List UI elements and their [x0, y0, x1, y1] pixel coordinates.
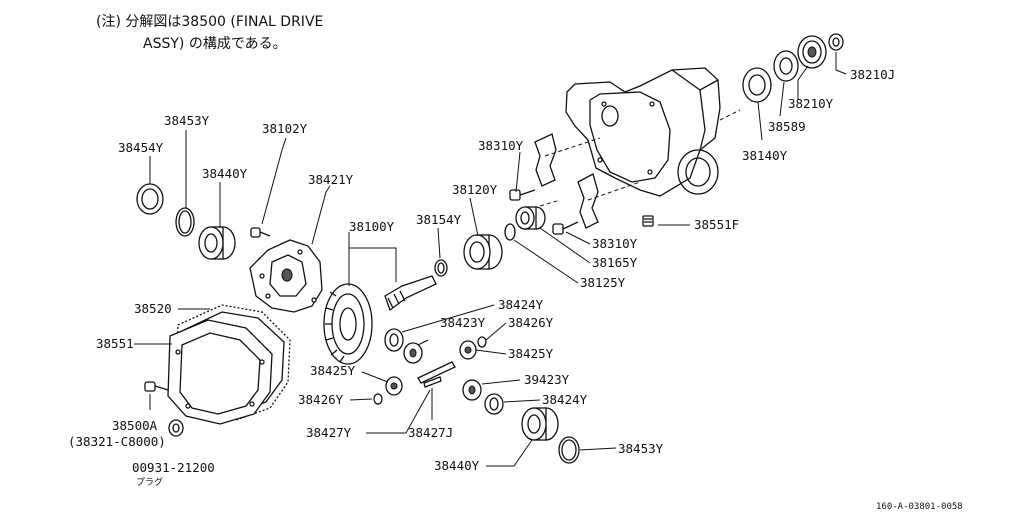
side-gear-38424Y-top: [384, 328, 404, 352]
label-38453Y-bottom: 38453Y: [618, 441, 664, 456]
bolt-38310Y-upper: [509, 189, 536, 201]
final-drive-housing-drawing: [565, 67, 721, 197]
label-38423Y-top: 38423Y: [440, 315, 486, 330]
label-38440Y-top: 38440Y: [202, 166, 248, 181]
part-labels: 38210J 38210Y 38589 38140Y 38453Y 38454Y…: [68, 67, 895, 488]
label-38426Y-right: 38426Y: [508, 315, 554, 330]
pinion-shaft-38427Y: [417, 361, 456, 384]
label-38100Y: 38100Y: [349, 219, 395, 234]
label-plug: プラグ: [136, 476, 163, 488]
bolt-38500A: [144, 381, 169, 392]
leader-lines: [134, 52, 847, 467]
pinion-mate-38425Y-right: [459, 340, 477, 360]
bolt-38310Y-lower: [552, 221, 579, 235]
label-38310Y-top: 38310Y: [478, 138, 524, 153]
bearing-38120Y: [463, 234, 503, 270]
bolt-38102Y: [250, 227, 271, 238]
label-38424Y-top: 38424Y: [498, 297, 544, 312]
spacer-38589: [773, 50, 799, 82]
label-38551F: 38551F: [694, 217, 739, 232]
label-38454Y: 38454Y: [118, 140, 164, 155]
label-38120Y: 38120Y: [452, 182, 498, 197]
label-38210Y: 38210Y: [788, 96, 834, 111]
label-38427Y: 38427Y: [306, 425, 352, 440]
label-38102Y: 38102Y: [262, 121, 308, 136]
label-38551: 38551: [96, 336, 134, 351]
spacer-38165Y: [515, 206, 546, 230]
label-38425Y-left: 38425Y: [310, 363, 356, 378]
bearing-38440Y-bottom: [521, 407, 559, 441]
label-38425Y-right: 38425Y: [508, 346, 554, 361]
washer-38426Y-right: [477, 336, 487, 348]
label-38500A: 38500A: [112, 418, 158, 433]
washer-38426Y-left: [373, 393, 383, 405]
label-38165Y: 38165Y: [592, 255, 638, 270]
label-38421Y: 38421Y: [308, 172, 354, 187]
ring-gear-38100Y: [323, 283, 373, 365]
bearing-cap-upper: [534, 133, 557, 187]
side-gear-39423Y: [462, 379, 482, 401]
label-38210J: 38210J: [850, 67, 895, 82]
drive-pinion-38100Y: [384, 275, 437, 312]
label-00931-21200: 00931-21200: [132, 460, 215, 475]
label-38453Y-top: 38453Y: [164, 113, 210, 128]
label-38424Y-bottom: 38424Y: [542, 392, 588, 407]
label-38589: 38589: [768, 119, 806, 134]
nut-38210J: [828, 33, 844, 51]
shim-38125Y: [504, 223, 516, 241]
lock-pin-38427J: [423, 376, 442, 388]
pinion-mate-38425Y-left: [385, 376, 403, 396]
label-38125Y: 38125Y: [580, 275, 626, 290]
flange-38210Y: [797, 35, 827, 69]
rear-cover-38551: [167, 319, 273, 425]
note-line-2: ASSY) の構成である。: [143, 36, 287, 52]
label-38140Y: 38140Y: [742, 148, 788, 163]
label-38440Y-bottom: 38440Y: [434, 458, 480, 473]
diagram-reference-code: 160-A-03801-0058: [876, 502, 963, 512]
shim-38453Y-top: [175, 207, 195, 237]
plug-00931-21200: [168, 419, 184, 437]
label-38427J: 38427J: [408, 425, 453, 440]
label-38154Y: 38154Y: [416, 212, 462, 227]
differential-case-38421Y: [249, 239, 323, 313]
oil-seal-38454Y: [136, 183, 164, 215]
label-38321-C8000: (38321-C8000): [68, 434, 166, 449]
washer-38154Y: [434, 259, 448, 277]
bearing-cap-lower: [577, 173, 599, 229]
label-39423Y: 39423Y: [524, 372, 570, 387]
thrust-washer-38424Y-bottom: [484, 393, 504, 415]
label-38520: 38520: [134, 301, 172, 316]
shim-38453Y-bottom: [558, 436, 580, 464]
note-line-1: (注) 分解図は38500 (FINAL DRIVE: [96, 14, 323, 30]
bearing-38440Y-top: [198, 226, 236, 260]
label-38426Y-left: 38426Y: [298, 392, 344, 407]
pinion-mate-38423Y-top: [403, 342, 423, 364]
label-38310Y-mid: 38310Y: [592, 236, 638, 251]
bearing-38140Y: [742, 67, 772, 103]
plug-38551F: [642, 215, 654, 227]
